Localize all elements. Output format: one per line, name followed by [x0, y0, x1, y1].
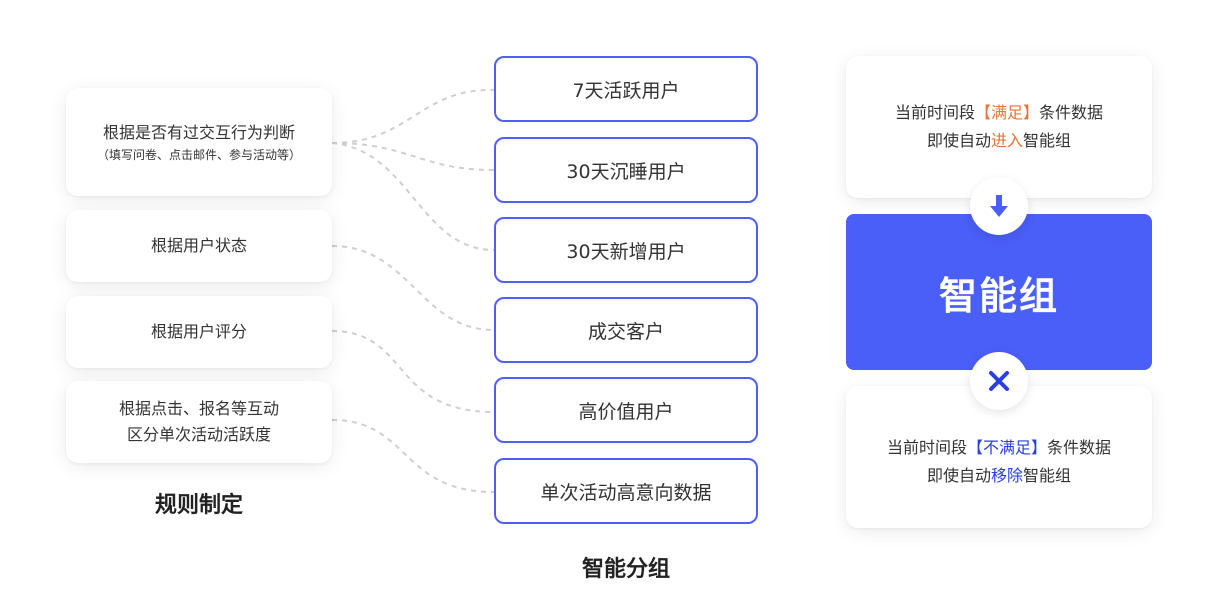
rule-text: 根据用户状态: [150, 236, 247, 255]
rule-text-line2: 区分单次活动活跃度: [126, 425, 271, 444]
group-high-value: 高价值用户: [494, 377, 758, 443]
enter-prefix: 当前时间段: [894, 103, 975, 122]
enter-condition-card: 当前时间段【满足】条件数据 即使自动进入智能组: [846, 56, 1152, 198]
enter-line2: 即使自动进入智能组: [927, 127, 1071, 155]
rule-card-score: 根据用户评分: [66, 296, 332, 368]
group-single-activity: 单次活动高意向数据: [494, 458, 758, 524]
remove-highlight: 【不满足】: [966, 438, 1047, 457]
connector-2-4: [331, 245, 495, 331]
group-30day-dormant: 30天沉睡用户: [494, 137, 758, 203]
enter-line1: 当前时间段【满足】条件数据: [895, 99, 1103, 127]
remove-line1: 当前时间段【不满足】条件数据: [887, 434, 1111, 462]
enter-circle: [970, 177, 1028, 235]
remove-suffix: 条件数据: [1047, 438, 1112, 457]
rule-text: 根据用户评分: [150, 322, 247, 341]
groups-title: 智能分组: [581, 557, 670, 582]
rule-text: 根据是否有过交互行为判断: [102, 123, 295, 142]
connector-1-3: [331, 142, 495, 251]
rule-card-status: 根据用户状态: [66, 210, 332, 282]
rule-text: 根据点击、报名等互动: [118, 399, 279, 418]
enter-line2-highlight: 进入: [990, 131, 1023, 150]
connector-4-6: [331, 419, 495, 493]
enter-suffix: 条件数据: [1039, 103, 1104, 122]
remove-line2: 即使自动移除智能组: [927, 462, 1071, 490]
enter-line2-suffix: 智能组: [1023, 131, 1072, 150]
enter-line2-prefix: 即使自动: [926, 131, 991, 150]
rule-card-interaction: 根据是否有过交互行为判断 （填写问卷、点击邮件、参与活动等）: [66, 88, 332, 196]
rule-card-activity: 根据点击、报名等互动 区分单次活动活跃度: [66, 381, 332, 463]
connector-1-1: [331, 88, 495, 144]
rules-title: 规则制定: [154, 493, 243, 518]
rule-subtext: （填写问卷、点击邮件、参与活动等）: [96, 148, 301, 162]
group-deal-customer: 成交客户: [494, 297, 758, 363]
arrow-down-icon: [990, 195, 1008, 217]
enter-highlight: 【满足】: [974, 103, 1039, 122]
group-30day-new: 30天新增用户: [494, 217, 758, 283]
connector-3-5: [331, 330, 495, 413]
connector-1-2: [331, 142, 495, 171]
remove-prefix: 当前时间段: [886, 438, 967, 457]
remove-circle: [970, 352, 1028, 410]
group-7day-active: 7天活跃用户: [494, 56, 758, 122]
remove-line2-highlight: 移除: [990, 466, 1023, 485]
close-icon: [989, 371, 1009, 391]
remove-line2-suffix: 智能组: [1023, 466, 1072, 485]
smart-group-box: 智能组: [846, 214, 1152, 370]
remove-line2-prefix: 即使自动: [926, 466, 991, 485]
